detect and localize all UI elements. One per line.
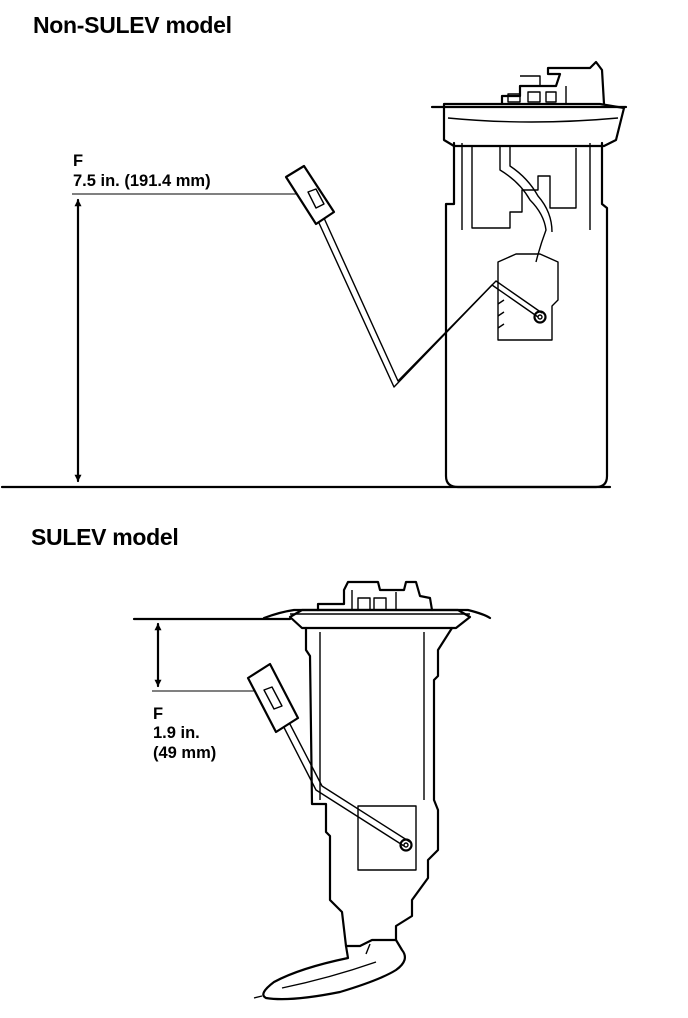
sulev-dimension-value-line2: (49 mm) [153, 744, 217, 762]
sulev-dimension-value-line1: 1.9 in. [153, 724, 200, 742]
sulev-pump-housing [304, 626, 454, 948]
non-sulev-top-flange [442, 102, 626, 148]
sulev-heading: SULEV model [31, 524, 179, 550]
sulev-dimension-letter: F [153, 705, 164, 723]
non-sulev-electrical-connector [500, 60, 606, 106]
sulev-sending-unit [357, 805, 417, 871]
non-sulev-dimension-value: 7.5 in. (191.4 mm) [73, 172, 211, 190]
sulev-fuel-strainer [262, 938, 406, 1001]
sulev-top-flange [288, 608, 472, 630]
sulev-electrical-connector [316, 580, 434, 612]
non-sulev-dimension-letter: F [73, 152, 84, 170]
sulev-float [246, 662, 300, 734]
non-sulev-float-arm-pivot [533, 310, 547, 324]
sulev-fuel-pump-diagram [132, 580, 492, 1001]
non-sulev-pump-bracket [471, 146, 577, 229]
non-sulev-pump-housing [444, 141, 609, 489]
non-sulev-float-arm [307, 198, 539, 388]
sulev-float-arm [271, 703, 405, 847]
sulev-float-arm-pivot [399, 838, 413, 852]
non-sulev-fuel-pump-diagram [0, 60, 628, 489]
non-sulev-sending-unit [497, 253, 559, 341]
non-sulev-heading: Non-SULEV model [33, 12, 232, 38]
